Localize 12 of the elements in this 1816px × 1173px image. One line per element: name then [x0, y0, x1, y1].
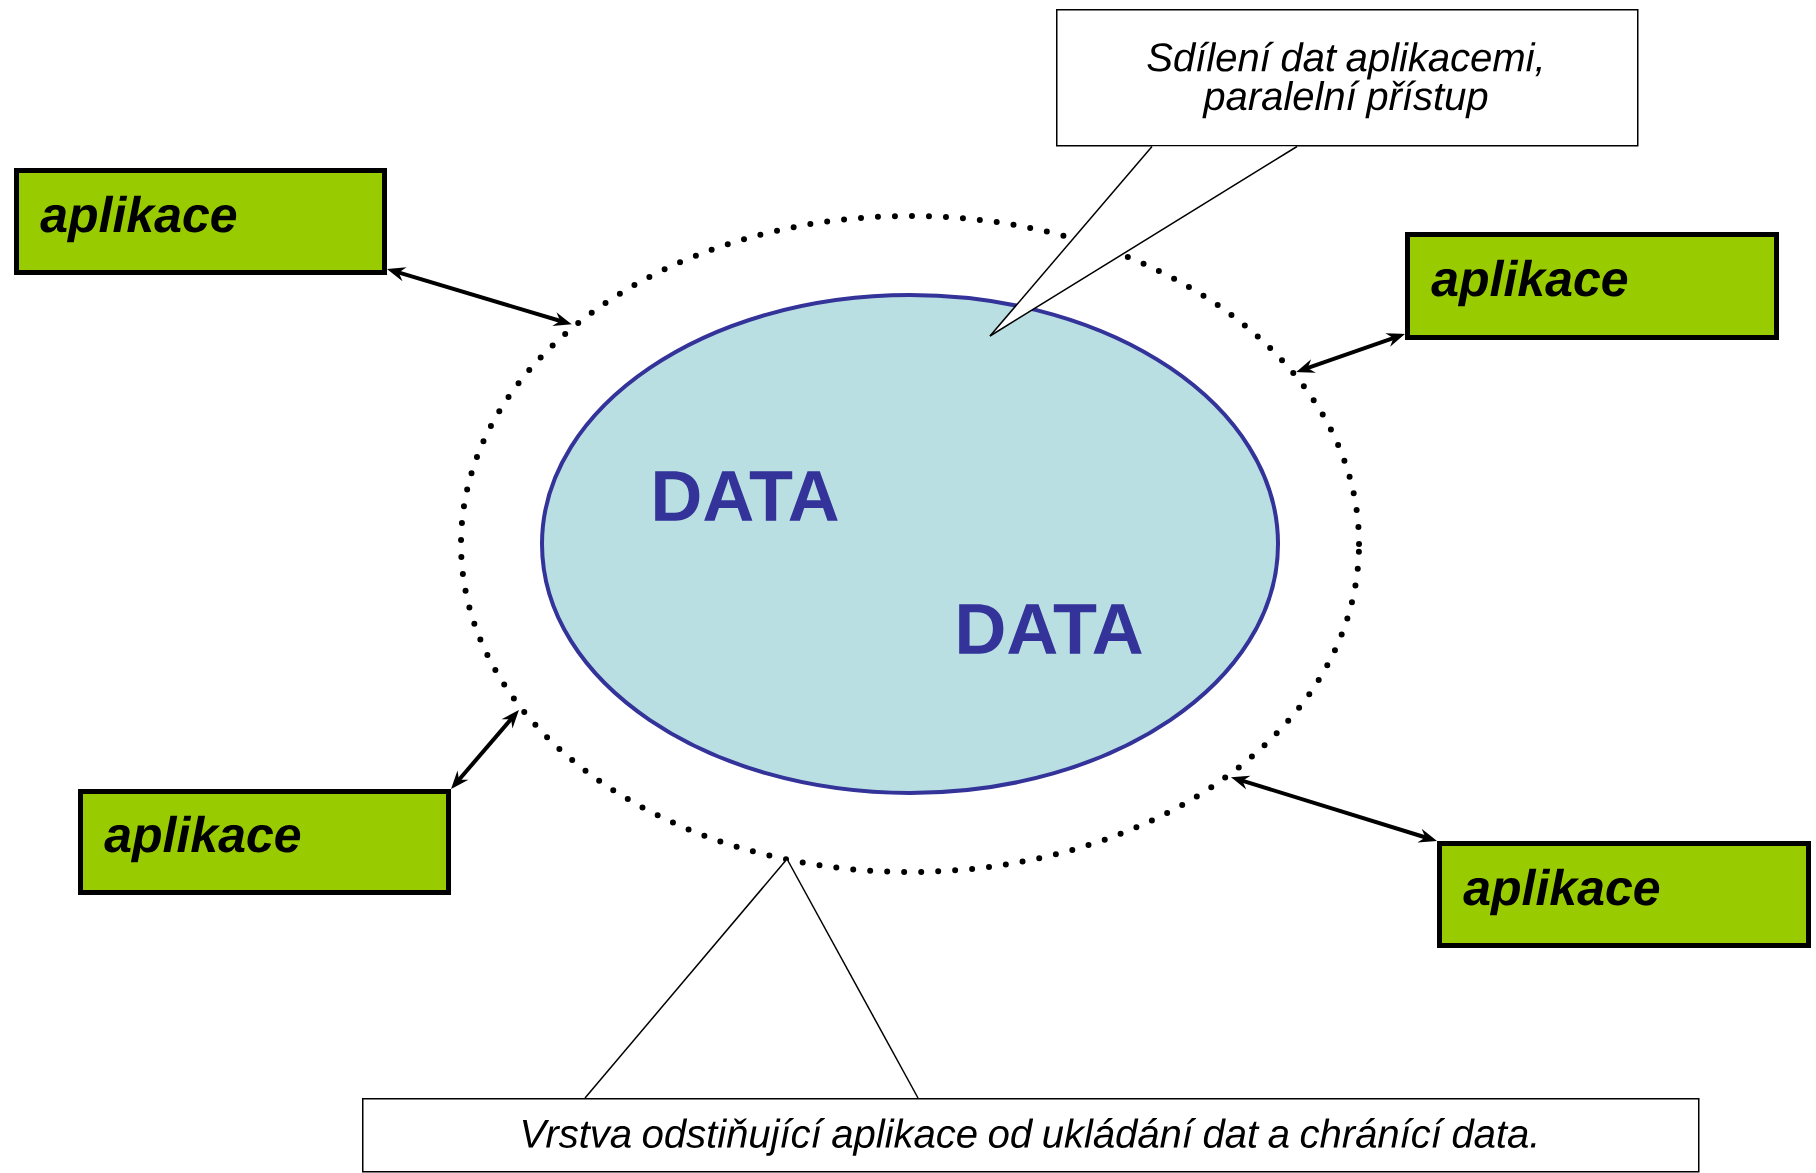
application-box: aplikace	[1437, 841, 1811, 948]
callout-box: Sdílení dat aplikacemi, paralelní přístup	[1056, 9, 1639, 147]
application-box: aplikace	[1405, 232, 1779, 340]
data-label: DATA	[959, 604, 1142, 654]
application-box: aplikace	[78, 789, 451, 895]
data-ellipse	[540, 293, 1280, 795]
dotted-ellipse	[458, 213, 1362, 875]
data-label: DATA	[655, 471, 838, 521]
application-box: aplikace	[14, 168, 387, 275]
callout-pointer	[584, 858, 919, 1099]
callout-box: Vrstva odstiňující aplikace od ukládání dat a chránící data.	[362, 1098, 1700, 1173]
callout-pointer	[989, 145, 1298, 337]
